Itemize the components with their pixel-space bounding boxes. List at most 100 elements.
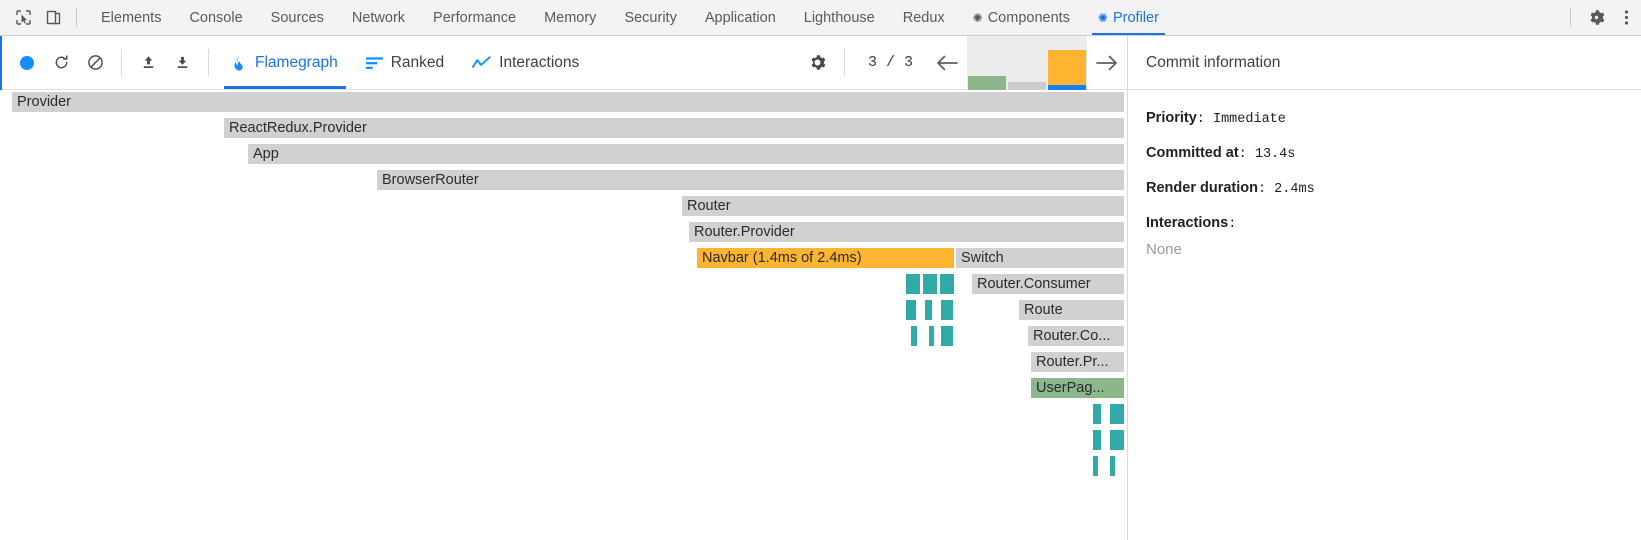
flame-frame-small[interactable] [925,300,933,320]
flame-frame-small[interactable] [1110,456,1116,476]
flame-frame[interactable]: Router.Pr... [1031,352,1125,372]
profiler-main-panel: Flamegraph Ranked Interactions [0,36,1128,540]
flame-frame-small[interactable] [1093,430,1102,450]
priority-label: Priority [1146,110,1197,126]
toolbar-spacer [593,36,801,89]
flame-frame[interactable]: Router.Co... [1028,326,1125,346]
tab-console[interactable]: Console [175,0,256,35]
flame-frame[interactable]: BrowserRouter [377,170,1125,190]
tab-application[interactable]: Application [691,0,790,35]
flame-frame-small[interactable] [941,300,954,320]
tab-elements-label: Elements [101,9,162,26]
next-commit-button[interactable] [1087,36,1127,89]
tab-sources[interactable]: Sources [257,0,338,35]
inspect-element-icon[interactable] [8,0,38,35]
flame-frame-small[interactable] [1093,404,1102,424]
tab-network[interactable]: Network [338,0,419,35]
flame-frame[interactable]: Route [1019,300,1125,320]
flame-frame[interactable]: Switch [956,248,1125,268]
tab-performance[interactable]: Performance [419,0,530,35]
tab-memory-label: Memory [544,9,597,26]
view-tab-flamegraph[interactable]: Flamegraph [218,36,352,89]
device-toolbar-icon[interactable] [38,0,68,35]
tab-elements[interactable]: Elements [87,0,175,35]
more-options-icon[interactable] [1611,0,1641,35]
tab-sources-label: Sources [270,9,324,26]
commit-bar-1-fill [968,75,1006,90]
commit-counter: 3 / 3 [867,54,913,71]
atom-icon: ✺ [972,10,983,25]
record-button[interactable] [10,36,44,89]
priority-row: Priority: Immediate [1146,108,1641,130]
flame-frame[interactable]: Router.Consumer [972,274,1125,294]
view-tab-ranked[interactable]: Ranked [352,36,458,89]
clear-profiling-data-button[interactable] [78,36,112,89]
view-tab-ranked-label: Ranked [390,53,445,71]
view-tab-interactions[interactable]: Interactions [458,36,593,89]
tab-redux[interactable]: Redux [889,0,959,35]
commit-bar-1[interactable] [968,36,1006,90]
tab-redux-label: Redux [902,9,945,26]
tab-components-label: Components [987,9,1070,26]
flame-frame-small[interactable] [906,300,917,320]
flame-icon [234,54,243,71]
tab-profiler-label: Profiler [1112,9,1159,26]
profiler-body: Flamegraph Ranked Interactions [0,36,1641,540]
save-profile-button[interactable] [165,36,199,89]
interactions-row: Interactions: [1146,213,1641,235]
tabbar-right-divider [1570,8,1571,27]
flame-frame[interactable]: ReactRedux.Provider [224,118,1125,138]
commit-information-header: Commit information [1128,36,1641,90]
flame-frame[interactable]: UserPag... [1031,378,1125,398]
flame-frame-small[interactable] [940,274,955,294]
devtools-tab-list: Elements Console Sources Network Perform… [87,0,1562,35]
flame-frame[interactable]: Router [682,196,1125,216]
priority-value: : Immediate [1196,112,1286,127]
flame-frame-small[interactable] [906,274,921,294]
committed-at-value: : 13.4s [1238,146,1296,162]
tab-security[interactable]: Security [610,0,690,35]
tabbar-divider [76,8,77,27]
flame-frame-small[interactable] [1093,456,1099,476]
flame-frame-small[interactable] [1110,430,1125,450]
commit-information-panel: Commit information Priority: Immediate C… [1128,36,1641,540]
commit-selector [967,36,1087,90]
interactions-chart-icon [472,55,491,68]
interactions-none-text: None [1146,240,1182,258]
flame-frame-small[interactable] [941,326,954,346]
previous-commit-button[interactable] [927,36,967,89]
toolbar-divider-1 [121,49,122,76]
toolbar-divider-2 [208,49,209,76]
tab-application-label: Application [704,9,776,26]
load-profile-button[interactable] [131,36,165,89]
flame-frame[interactable]: Navbar (1.4ms of 2.4ms) [697,248,955,268]
profiler-settings-gear-icon[interactable] [801,36,835,89]
committed-at-label: Committed at [1146,144,1239,161]
settings-gear-icon[interactable] [1581,0,1611,35]
devtools-tabbar: Elements Console Sources Network Perform… [0,0,1641,36]
flame-frame-small[interactable] [911,326,918,346]
commit-bar-2[interactable] [1008,36,1046,90]
flame-frame-small[interactable] [923,274,938,294]
flame-frame-small[interactable] [929,326,935,346]
tab-profiler[interactable]: ✺ Profiler [1084,0,1173,35]
view-tab-interactions-label: Interactions [499,53,580,71]
tab-components[interactable]: ✺ Components [959,0,1084,35]
interactions-label: Interactions [1146,214,1229,231]
profiler-toolbar: Flamegraph Ranked Interactions [0,36,1127,90]
tab-security-label: Security [624,9,677,26]
tab-memory[interactable]: Memory [530,0,610,35]
tab-console-label: Console [189,9,243,26]
flame-frame[interactable]: Provider [12,92,1125,112]
flame-frame[interactable]: App [248,144,1125,164]
render-duration-value: : 2.4ms [1257,181,1315,197]
tab-lighthouse-label: Lighthouse [803,9,875,26]
flame-frame[interactable]: Router.Provider [689,222,1125,242]
tab-lighthouse[interactable]: Lighthouse [790,0,889,35]
flame-frame-small[interactable] [1110,404,1125,424]
tab-network-label: Network [351,9,406,26]
commit-bar-3[interactable] [1048,36,1086,90]
reload-and-record-button[interactable] [44,36,78,89]
atom-icon: ✺ [1097,10,1108,25]
